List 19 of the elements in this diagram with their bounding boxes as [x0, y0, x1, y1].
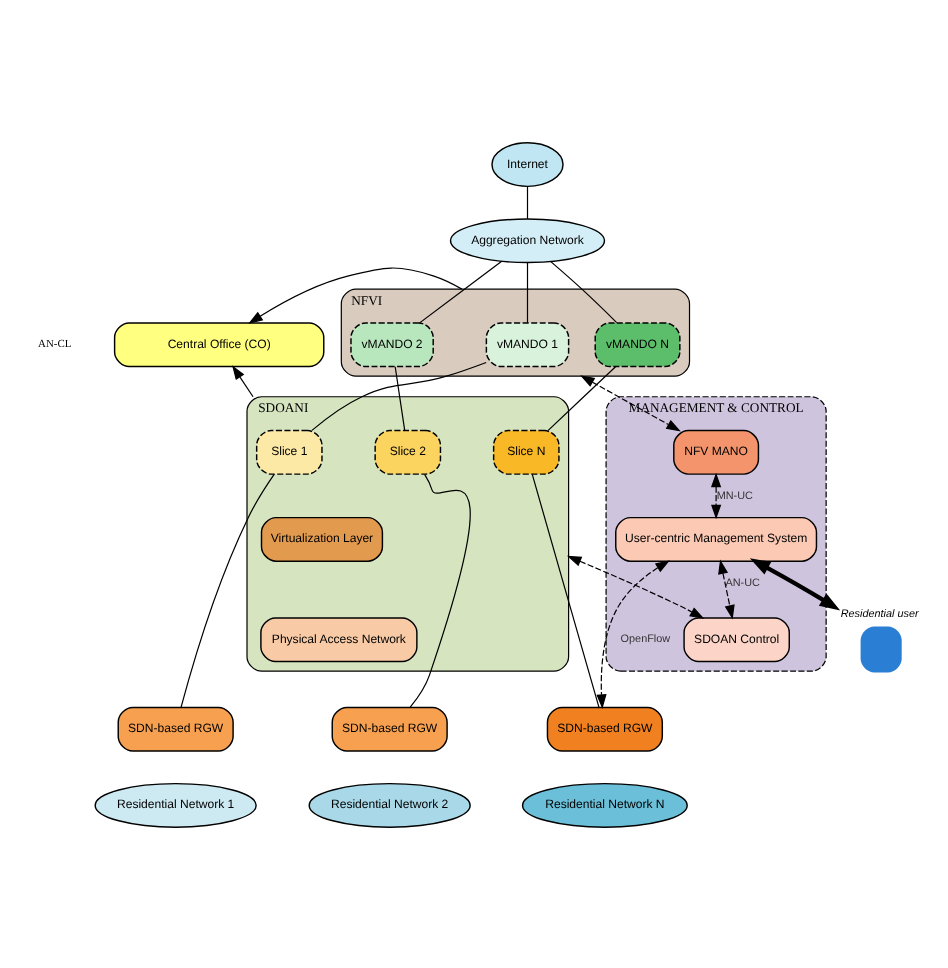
connector	[526, 185, 529, 219]
connector	[550, 260, 618, 323]
connector	[526, 261, 529, 323]
arrow	[711, 471, 722, 519]
arrow	[232, 364, 254, 397]
connector	[419, 259, 503, 323]
connector	[180, 472, 275, 707]
arrow	[248, 266, 463, 323]
connector	[409, 472, 471, 707]
arrow	[566, 554, 705, 618]
connector	[311, 360, 487, 430]
connector	[394, 365, 406, 430]
node-person	[860, 625, 902, 672]
arrow	[580, 374, 681, 431]
arrow	[596, 559, 670, 708]
connector	[531, 472, 600, 707]
arrow	[718, 558, 735, 619]
connector	[547, 365, 617, 430]
arrow	[749, 557, 841, 610]
